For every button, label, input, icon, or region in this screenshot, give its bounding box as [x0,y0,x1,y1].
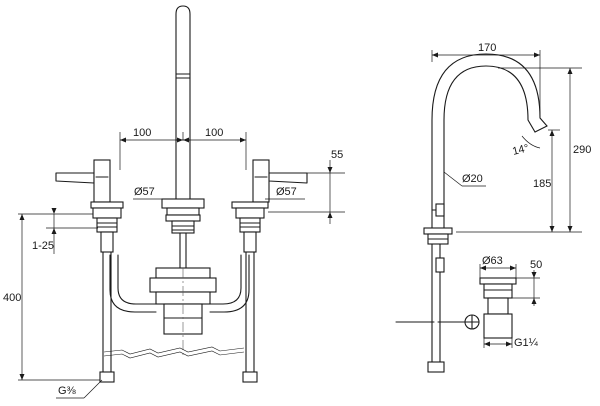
left-valve [55,159,124,383]
connection-hoses [109,254,250,313]
pop-up-drain [464,277,517,339]
faucet-base [395,227,473,373]
dim-drain-height: 50 [512,259,542,306]
dim-diameter-right: Ø57 [276,186,297,198]
drain-thread-value: G1¼ [514,337,539,349]
spout-diameter-value: Ø20 [462,173,483,185]
dim-handle-height-value: 55 [331,149,343,161]
label-spout-diameter: Ø20 [443,171,486,187]
center-mount [161,198,205,269]
connection-thread-value: G⅜ [58,385,77,397]
dim-spacing: 100 100 [119,127,247,170]
dim-handle-height: 55 [268,149,345,224]
front-view: 100 100 Ø57 Ø57 55 1-25 [3,5,345,399]
dim-spout-tilt-value: 14° [511,142,530,158]
dim-total-height: 290 [456,67,591,233]
dim-spacing-left: 100 [133,127,151,139]
dim-diameter-left: Ø57 [134,186,155,198]
dim-diameters: Ø57 Ø57 [133,186,305,200]
dim-spout-height-value: 185 [533,178,551,190]
dim-drain-diameter-value: Ø63 [482,255,503,267]
dim-reach: 170 [431,42,541,118]
dim-reach-value: 170 [478,42,496,54]
dim-spout-height: 185 [533,129,560,232]
dim-drain-height-value: 50 [530,259,542,271]
label-connection-thread: G⅜ [56,379,103,399]
label-drain-thread: G1¼ [483,337,539,349]
right-valve [231,159,308,383]
side-view: 170 290 185 14° Ø20 [395,42,591,373]
dim-total-height-value: 290 [573,144,591,156]
dim-deck-value: 1-25 [32,240,54,252]
center-spout [175,5,191,211]
dim-deck: 1-25 [18,208,98,254]
dim-drain-diameter: Ø63 [479,255,517,278]
dim-spacing-right: 100 [205,127,223,139]
gooseneck-spout [431,53,548,229]
dim-depth: 400 [3,214,100,381]
center-body [149,267,217,356]
dim-depth-value: 400 [3,292,21,304]
dim-spout-tilt: 14° [511,135,541,158]
mounting-rail [103,346,245,359]
